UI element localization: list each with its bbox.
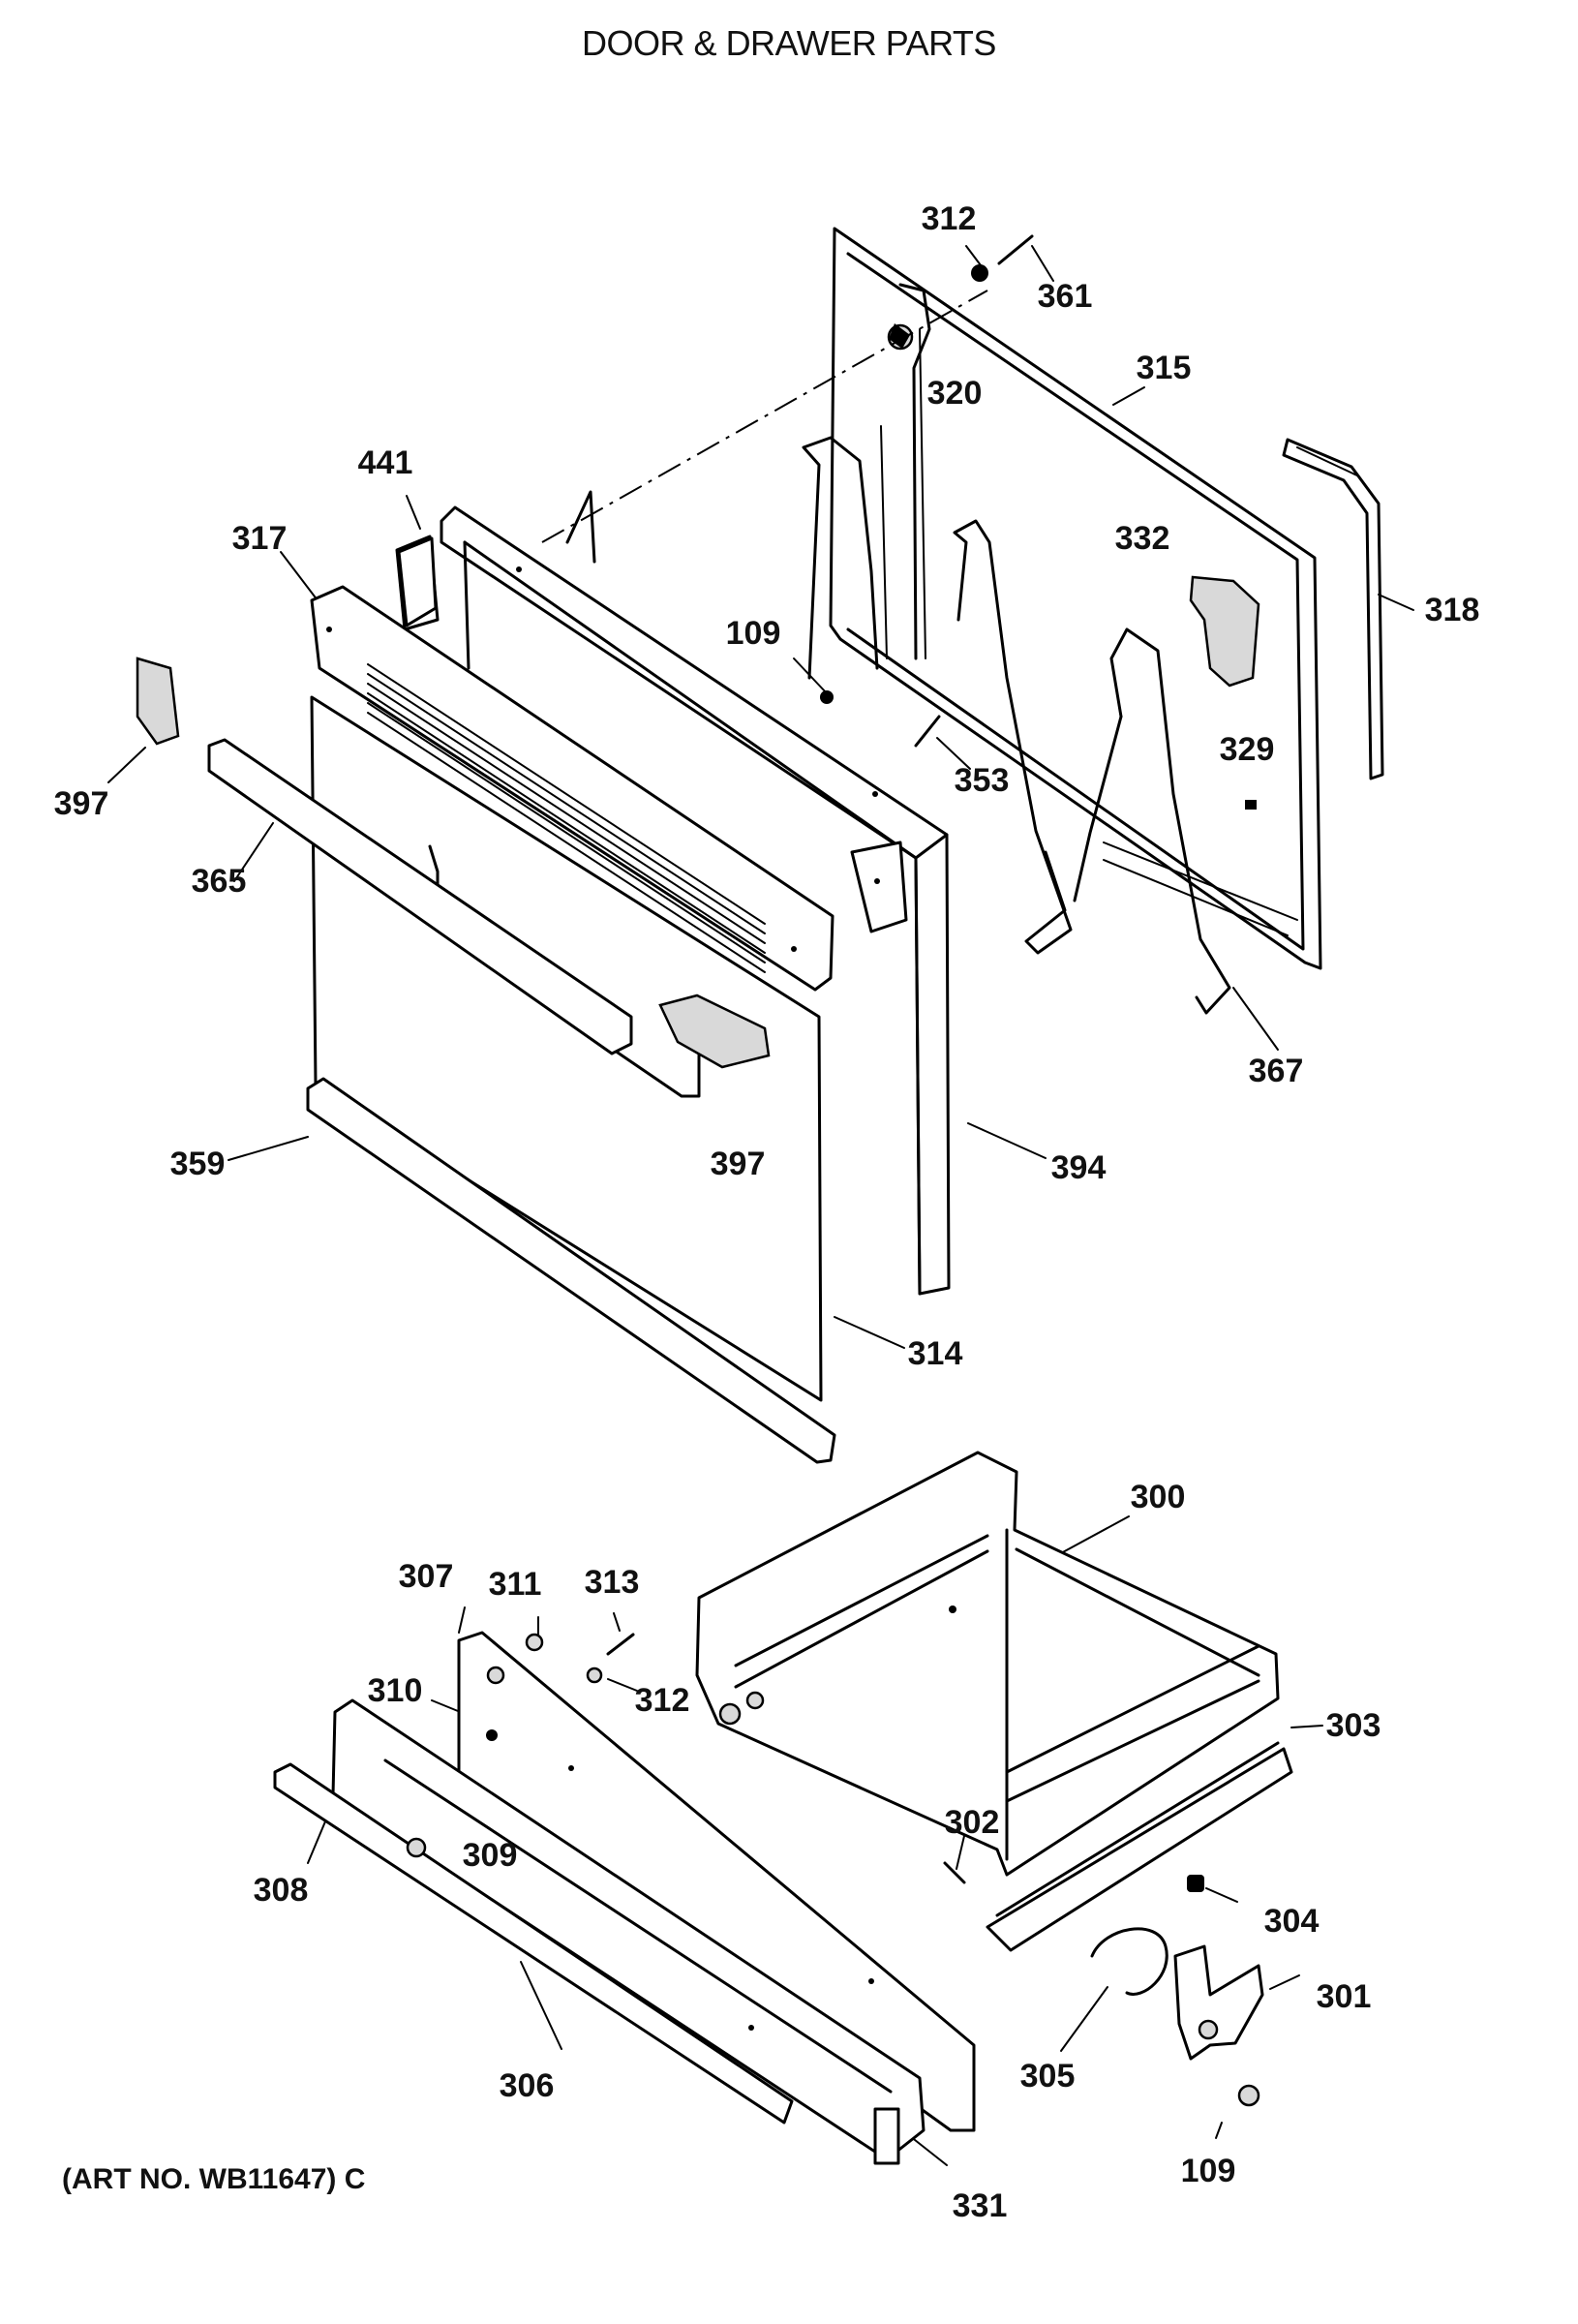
label-367: 367 bbox=[1248, 1053, 1304, 1089]
label-109-bracket: 109 bbox=[1180, 2153, 1236, 2189]
break-mark bbox=[565, 490, 596, 564]
label-302: 302 bbox=[944, 1804, 1000, 1841]
label-318: 318 bbox=[1424, 592, 1480, 628]
drawer-slide-303 bbox=[986, 1741, 1293, 1952]
label-109-door: 109 bbox=[725, 615, 781, 652]
label-310: 310 bbox=[367, 1672, 423, 1709]
door-handle-365 bbox=[136, 657, 771, 1069]
label-311: 311 bbox=[488, 1566, 542, 1603]
door-hinge-441 bbox=[397, 536, 438, 627]
alignment-line bbox=[541, 290, 988, 543]
door-fasteners bbox=[820, 234, 1257, 810]
label-361: 361 bbox=[1037, 278, 1093, 315]
label-300: 300 bbox=[1130, 1479, 1186, 1515]
label-306: 306 bbox=[499, 2067, 555, 2104]
label-329: 329 bbox=[1219, 731, 1275, 768]
drawer-box-300 bbox=[695, 1451, 1280, 1877]
spring-305-bracket-301 bbox=[1090, 1927, 1264, 2107]
label-359: 359 bbox=[169, 1146, 226, 1182]
label-397-handle: 397 bbox=[710, 1146, 766, 1182]
label-309: 309 bbox=[462, 1837, 518, 1874]
drawer-fasteners bbox=[525, 1633, 1204, 1892]
label-303: 303 bbox=[1325, 1707, 1381, 1744]
door-support-wires bbox=[802, 436, 1231, 1015]
hinge-block-332 bbox=[1189, 575, 1260, 688]
drawer-front-306 bbox=[273, 1698, 926, 2165]
label-320: 320 bbox=[926, 375, 983, 412]
label-301: 301 bbox=[1316, 1978, 1372, 2015]
label-305: 305 bbox=[1019, 2058, 1076, 2095]
label-308: 308 bbox=[253, 1872, 309, 1909]
label-332: 332 bbox=[1114, 520, 1170, 557]
label-317: 317 bbox=[231, 520, 288, 557]
label-441: 441 bbox=[357, 444, 413, 481]
label-365: 365 bbox=[191, 863, 247, 900]
label-331: 331 bbox=[952, 2187, 1008, 2224]
inner-door-panel-315 bbox=[829, 227, 1322, 970]
label-307: 307 bbox=[398, 1558, 454, 1595]
label-397-left: 397 bbox=[53, 785, 109, 822]
label-313: 313 bbox=[584, 1564, 640, 1601]
bottom-trim-359 bbox=[306, 1077, 836, 1464]
label-304: 304 bbox=[1263, 1903, 1320, 1940]
label-312-drawer: 312 bbox=[634, 1682, 690, 1719]
vent-panel-317 bbox=[310, 585, 835, 992]
label-312-top: 312 bbox=[921, 200, 977, 237]
label-315: 315 bbox=[1136, 350, 1192, 386]
gasket-318 bbox=[1282, 438, 1384, 780]
label-353: 353 bbox=[954, 762, 1010, 799]
page-title: DOOR & DRAWER PARTS bbox=[582, 23, 996, 63]
label-314: 314 bbox=[907, 1335, 963, 1372]
label-394: 394 bbox=[1050, 1149, 1107, 1186]
art-number: (ART NO. WB11647) C bbox=[62, 2163, 366, 2195]
